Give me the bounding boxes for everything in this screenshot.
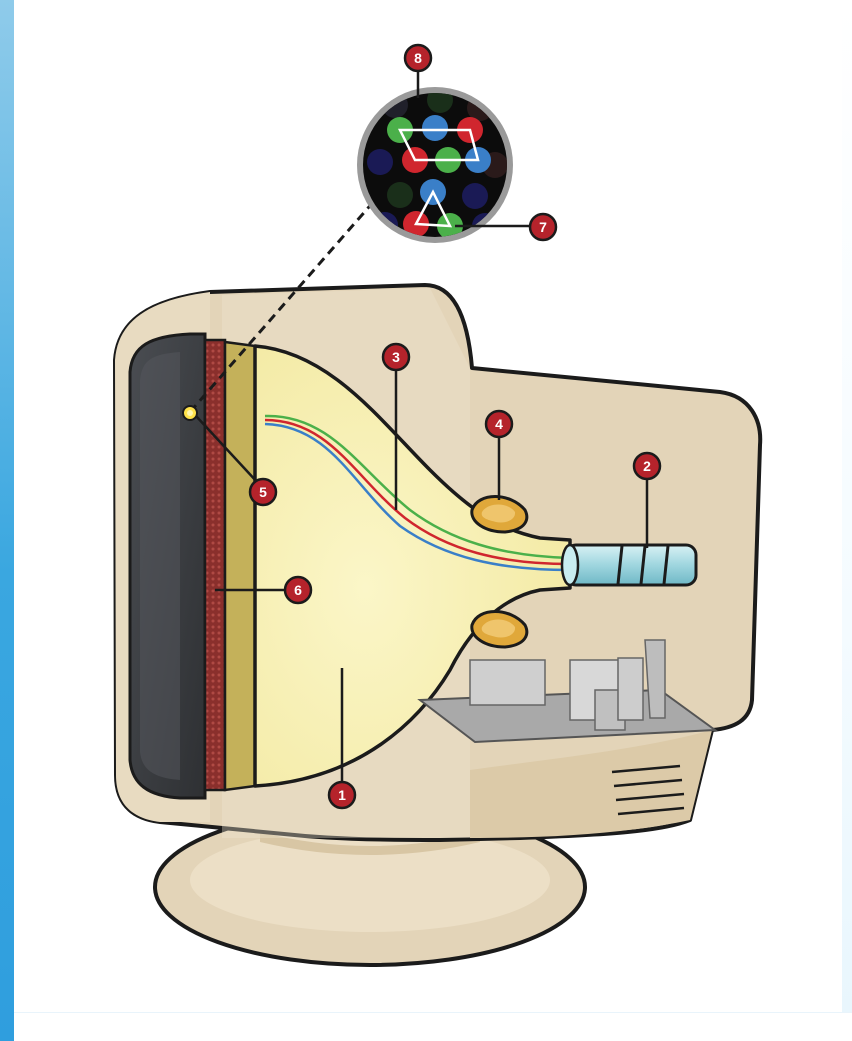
label-1: 1	[329, 782, 355, 808]
label-3: 3	[383, 344, 409, 370]
label-7: 7	[530, 214, 556, 240]
label-4: 4	[486, 411, 512, 437]
label-2: 2	[634, 453, 660, 479]
electron-gun	[562, 545, 696, 585]
bottom-edge	[14, 1012, 852, 1041]
label-8: 8	[405, 45, 431, 71]
svg-text:4: 4	[495, 416, 503, 432]
svg-text:8: 8	[414, 50, 422, 66]
svg-text:7: 7	[539, 219, 547, 235]
svg-text:3: 3	[392, 349, 400, 365]
svg-text:1: 1	[338, 787, 346, 803]
label-6: 6	[285, 577, 311, 603]
svg-text:5: 5	[259, 484, 267, 500]
lit-pixel	[183, 406, 197, 420]
phosphor-layer	[205, 340, 225, 790]
screen-glass	[130, 334, 205, 798]
svg-text:6: 6	[294, 582, 302, 598]
magnified-phosphor-view	[357, 87, 513, 243]
svg-text:2: 2	[643, 458, 651, 474]
label-5: 5	[250, 479, 276, 505]
